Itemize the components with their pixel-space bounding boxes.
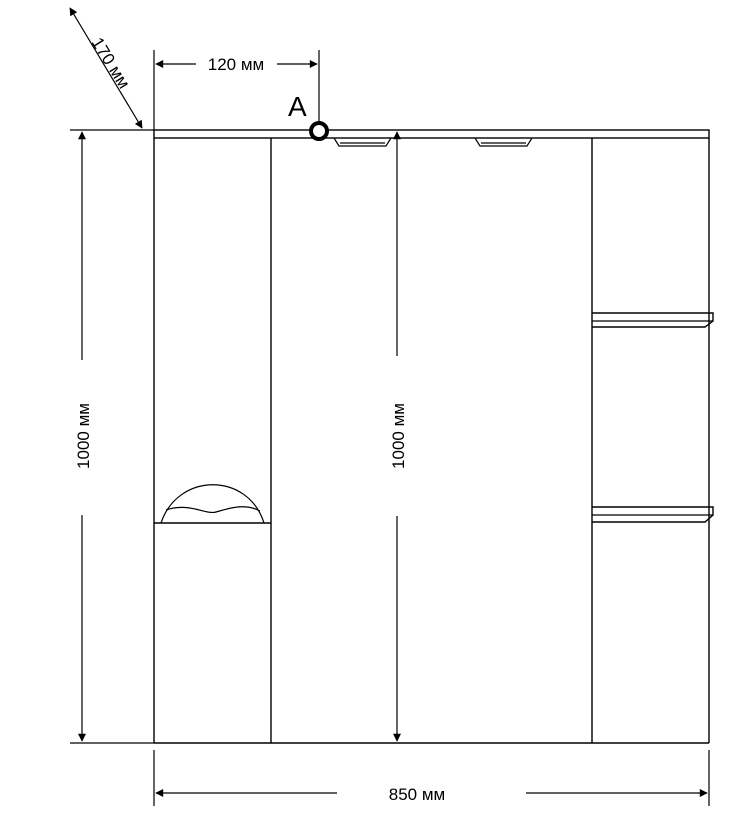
dimension-offset: 120 мм	[153, 50, 320, 130]
dimension-width: 850 мм	[153, 750, 710, 806]
height-left-label: 1000 мм	[74, 403, 93, 469]
dimension-height-center: 1000 мм	[389, 131, 408, 742]
depth-label: 170 мм	[88, 34, 134, 92]
dimension-height-left: 1000 мм	[70, 131, 154, 744]
offset-label: 120 мм	[208, 55, 264, 74]
point-a-label: A	[288, 91, 307, 122]
shelf-upper	[592, 312, 714, 328]
cabinet-outline	[153, 129, 710, 744]
point-a-marker: A	[288, 91, 329, 141]
door-handle-cutout	[154, 484, 271, 524]
lamp-right	[474, 137, 533, 147]
top-plate	[153, 129, 710, 139]
shelf-lower	[592, 506, 714, 523]
dimension-depth: 170 мм	[69, 7, 154, 131]
point-a-circle	[309, 121, 329, 141]
height-center-label: 1000 мм	[389, 403, 408, 469]
width-label: 850 мм	[389, 785, 445, 804]
lamp-left	[333, 137, 392, 147]
